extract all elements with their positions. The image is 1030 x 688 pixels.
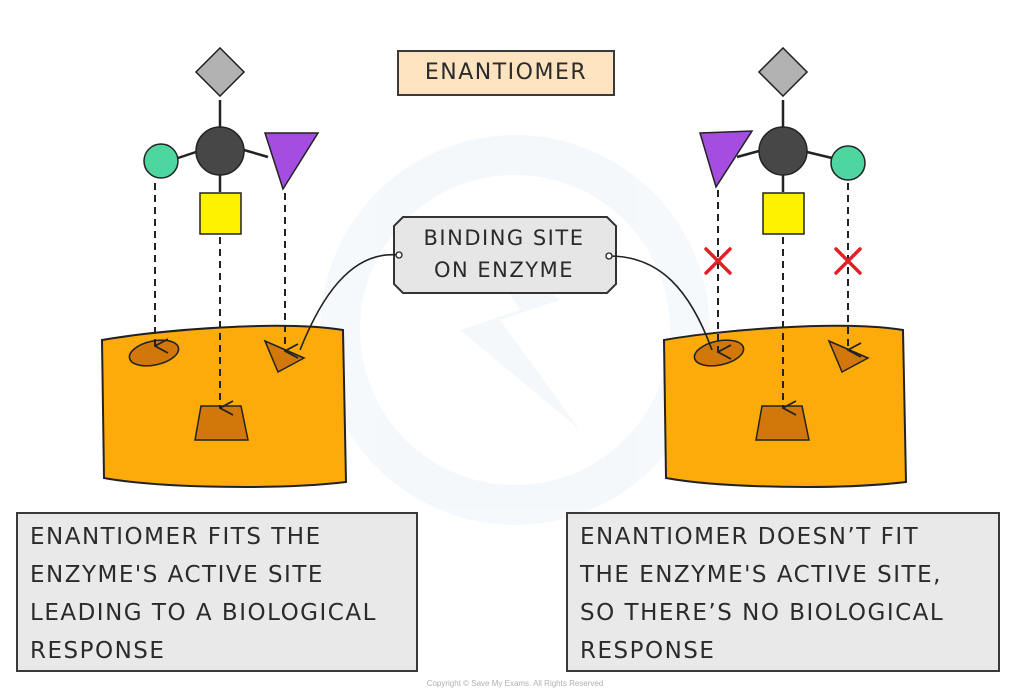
connector-left-dot xyxy=(395,251,403,259)
diagram-title: ENANTIOMER xyxy=(397,50,615,96)
binding-site-label: BINDING SITE ON ENZYME xyxy=(404,222,604,286)
left-square-binding-site xyxy=(194,405,249,441)
watermark-logo xyxy=(320,135,710,525)
right-molecule xyxy=(699,46,866,235)
left-molecule xyxy=(143,46,320,235)
connector-left xyxy=(299,253,400,351)
binding-connectors xyxy=(299,253,713,351)
caption-does-not-fit: ENANTIOMER DOESN’T FIT THE ENZYME'S ACTI… xyxy=(566,512,1000,672)
left-arrows xyxy=(154,183,285,408)
yellow-square-icon xyxy=(199,192,242,235)
right-enzyme xyxy=(662,324,908,488)
right-square-binding-site xyxy=(755,405,810,441)
right-arrows xyxy=(717,183,848,408)
purple-triangle-icon xyxy=(263,132,320,191)
left-enzyme xyxy=(100,324,348,488)
gray-diamond-icon xyxy=(194,46,246,98)
red-cross-icon xyxy=(704,247,732,275)
green-circle-icon xyxy=(143,143,179,179)
binding-site-label-line2: ON ENZYME xyxy=(434,258,574,282)
purple-triangle-icon xyxy=(699,130,754,189)
green-circle-icon xyxy=(830,145,866,181)
dark-center-atom-icon xyxy=(758,126,808,176)
red-cross-icon xyxy=(834,247,862,275)
yellow-square-icon xyxy=(762,192,805,235)
binding-site-label-line1: BINDING SITE xyxy=(423,226,585,250)
connector-right xyxy=(608,255,713,351)
caption-fits: ENANTIOMER FITS THE ENZYME'S ACTIVE SITE… xyxy=(16,512,418,672)
gray-diamond-icon xyxy=(757,46,809,98)
dark-center-atom-icon xyxy=(195,126,245,176)
copyright-notice: Copyright © Save My Exams. All Rights Re… xyxy=(426,679,604,688)
binding-site-label-box xyxy=(393,216,617,294)
connector-right-dot xyxy=(605,252,613,260)
